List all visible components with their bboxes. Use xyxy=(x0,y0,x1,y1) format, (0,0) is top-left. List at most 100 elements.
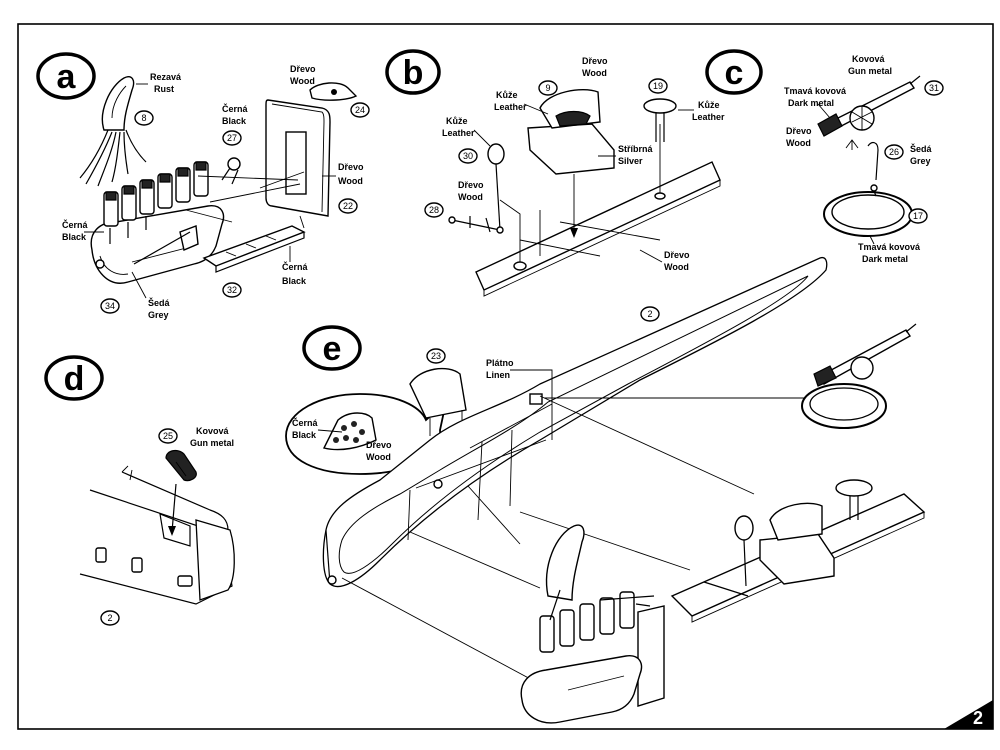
step-c-group: c Kovová Gun metal Tmavá kovová xyxy=(705,49,944,264)
part-number-text: 2 xyxy=(107,613,112,623)
part-number-2-b: 2 xyxy=(640,306,660,322)
label-black-en: Black xyxy=(62,232,87,242)
label-leather-cz: Kůže xyxy=(698,100,720,110)
label-leather-cz: Kůže xyxy=(496,90,518,100)
label-wood-cz: Dřevo xyxy=(290,64,316,74)
label-gun-metal-en: Gun metal xyxy=(190,438,234,448)
part-number-19: 19 xyxy=(648,78,668,94)
fuselage-side-d xyxy=(79,465,235,605)
gun-ring-assembled xyxy=(801,323,917,429)
label-wood-cz: Dřevo xyxy=(338,162,364,172)
part-number-25: 25 xyxy=(158,428,178,444)
part-number-text: 23 xyxy=(431,351,441,361)
mount-part-26 xyxy=(845,139,879,181)
part-number-32: 32 xyxy=(222,282,242,298)
label-leather-en: Leather xyxy=(442,128,475,138)
part-number-text: 34 xyxy=(105,301,115,311)
step-label-d: d xyxy=(64,360,85,398)
part-number-text: 9 xyxy=(545,83,550,93)
label-grey-en: Grey xyxy=(910,156,931,166)
part-number-9: 9 xyxy=(538,80,558,96)
step-badge-a: a xyxy=(36,52,96,100)
step-b-group: b Dřevo Wood xyxy=(385,49,721,322)
bulkhead-part-22 xyxy=(265,99,331,217)
step-badge-b: b xyxy=(385,49,441,95)
label-wood-floor: Dřevo Wood xyxy=(639,249,690,272)
label-wood-en: Wood xyxy=(664,262,689,272)
label-rust: Rezavá Rust xyxy=(136,72,182,94)
headrest-part-24 xyxy=(309,82,358,101)
label-leather-en: Leather xyxy=(692,112,725,122)
part-25-gunmetal xyxy=(165,449,197,536)
part-number-23: 23 xyxy=(426,348,446,364)
knob-part-19-group: 19 Kůže Leather xyxy=(643,78,725,200)
label-black-27: Černá Black xyxy=(222,103,249,126)
label-silver-cz: Stříbrná xyxy=(618,144,654,154)
label-leather-9: Kůže Leather xyxy=(494,90,549,115)
part-number-text: 27 xyxy=(227,133,237,143)
part-number-22: 22 xyxy=(338,198,358,214)
label-black-32: Černá Black xyxy=(282,246,309,286)
label-wood-en: Wood xyxy=(366,452,391,462)
part-number-text: 19 xyxy=(653,81,663,91)
step-label-e: e xyxy=(323,330,342,368)
lever-part-27 xyxy=(221,157,241,185)
label-gun-metal-cz: Kovová xyxy=(196,426,230,436)
label-grey-cz: Šedá xyxy=(910,143,933,154)
label-black-en: Black xyxy=(292,430,317,440)
part-number-text: 22 xyxy=(343,201,353,211)
label-dark-metal-en: Dark metal xyxy=(862,254,908,264)
page-number-tab: 2 xyxy=(944,700,993,729)
part-number-24: 24 xyxy=(350,102,370,118)
part-number-text: 24 xyxy=(355,105,365,115)
label-wood-cz: Dřevo xyxy=(664,250,690,260)
label-black-en: Black xyxy=(222,116,247,126)
label-leather-en: Leather xyxy=(494,102,527,112)
floor-rail-part-32 xyxy=(202,225,306,273)
part-number-28: 28 xyxy=(424,202,444,218)
label-gun-metal-d: Kovová Gun metal xyxy=(190,426,234,448)
knob-part-19 xyxy=(643,98,677,114)
part-number-30: 30 xyxy=(458,148,478,164)
part-number-8: 8 xyxy=(134,110,154,126)
label-grey: Šedá Grey xyxy=(131,271,171,320)
part-number-text: 30 xyxy=(463,151,473,161)
cylinders xyxy=(103,161,209,244)
label-dark-metal-top: Tmavá kovová Dark metal xyxy=(784,86,847,119)
label-black-cz: Černá xyxy=(222,103,249,114)
step-badge-c: c xyxy=(705,49,763,95)
part-number-text: 31 xyxy=(929,83,939,93)
windscreen-part-23: 23 xyxy=(409,348,467,436)
label-wood-cz: Dřevo xyxy=(786,126,812,136)
part-number-text: 2 xyxy=(647,309,652,319)
step-label-a: a xyxy=(57,58,77,96)
assembly-lines-b xyxy=(499,124,661,262)
label-black-cz: Černá xyxy=(282,261,309,272)
label-rust-cz: Rezavá xyxy=(150,72,182,82)
pedal-bar-part-28 xyxy=(448,216,504,234)
step-a-group: a xyxy=(36,52,370,320)
label-grey-en: Grey xyxy=(148,310,169,320)
page-number: 2 xyxy=(973,708,983,728)
part-number-text: 26 xyxy=(889,147,899,157)
step-label-c: c xyxy=(725,54,744,92)
part-number-text: 25 xyxy=(163,431,173,441)
part-number-26: 26 xyxy=(884,144,904,160)
label-wood-en: Wood xyxy=(458,192,483,202)
label-leather-cz: Kůže xyxy=(446,116,468,126)
label-silver: Stříbrná Silver xyxy=(598,144,654,166)
label-linen-cz: Plátno xyxy=(486,358,514,368)
machine-gun-part-31 xyxy=(817,75,921,137)
label-silver-en: Silver xyxy=(618,156,643,166)
gun-ring-part-17 xyxy=(823,184,913,237)
label-wood-top: Dřevo Wood xyxy=(582,56,608,78)
part-number-31: 31 xyxy=(924,80,944,96)
label-gun-metal-en: Gun metal xyxy=(848,66,892,76)
callout-bubble-instrument-panel: Černá Black Dřevo Wood xyxy=(285,393,448,475)
step-label-b: b xyxy=(403,54,424,92)
part-number-17: 17 xyxy=(908,208,928,224)
label-linen-en: Linen xyxy=(486,370,510,380)
label-grey-c: Šedá Grey xyxy=(910,143,933,166)
part-number-27: 27 xyxy=(222,130,242,146)
